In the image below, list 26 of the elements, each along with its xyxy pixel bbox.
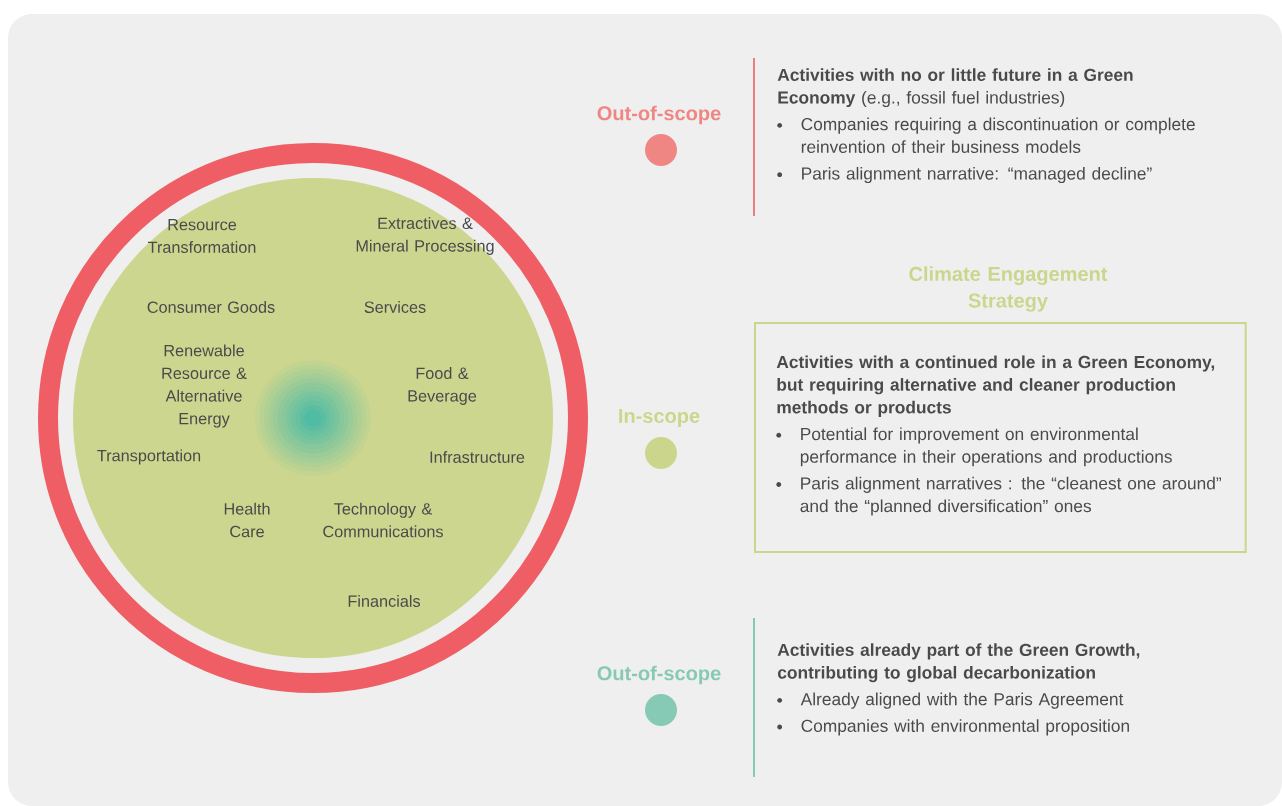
legend-label: In-scope	[619, 409, 700, 427]
sector-label: Renewable Resource & Alternative Energy	[162, 344, 247, 428]
sector-label: Food & Beverage	[408, 367, 477, 405]
sector-label: Resource Transformation	[147, 219, 256, 253]
bullet-item: Paris alignment narrative: “managed decline”	[777, 166, 1152, 184]
sector-label: Consumer Goods	[147, 301, 275, 313]
text-panel	[753, 57, 1195, 217]
bullet-item: Companies requiring a discontinuation or complete reinvention of their business models	[777, 117, 1195, 153]
legend-label: Out-of-scope	[597, 105, 721, 125]
strategy-heading: Climate Engagement Strategy	[909, 266, 1108, 312]
panel-heading: Activities with a continued role in a Green Economy, but requiring alternative and cleaner production methods or products	[776, 355, 1215, 417]
sector-label: Transportation	[97, 449, 201, 465]
text-panel	[753, 617, 1140, 778]
sector-label: Technology & Communications	[323, 502, 443, 538]
bullet-item: Already aligned with the Paris Agreement	[777, 692, 1124, 709]
sector-label: Financials	[348, 595, 420, 607]
panel-heading: Activities with no or little future in a Green Economy (e.g., fossil fuel industries)	[777, 68, 1133, 108]
bullet-item: Companies with environmental proposition	[777, 719, 1129, 736]
legend-label: Out-of-scope	[597, 665, 721, 685]
bullet-item: Potential for improvement on environmental performance in their operations and productions	[776, 427, 1172, 467]
sector-label: Health Care	[224, 502, 270, 538]
panel-heading: Activities already part of the Green Growth, contributing to global decarbonization	[777, 643, 1140, 683]
bullet-item: Paris alignment narratives : the “cleanest one around” and the “planned diversification” ones	[776, 476, 1221, 516]
sector-label: Infrastructure	[430, 451, 525, 463]
sector-label: Services	[364, 301, 426, 313]
ring	[38, 143, 588, 693]
